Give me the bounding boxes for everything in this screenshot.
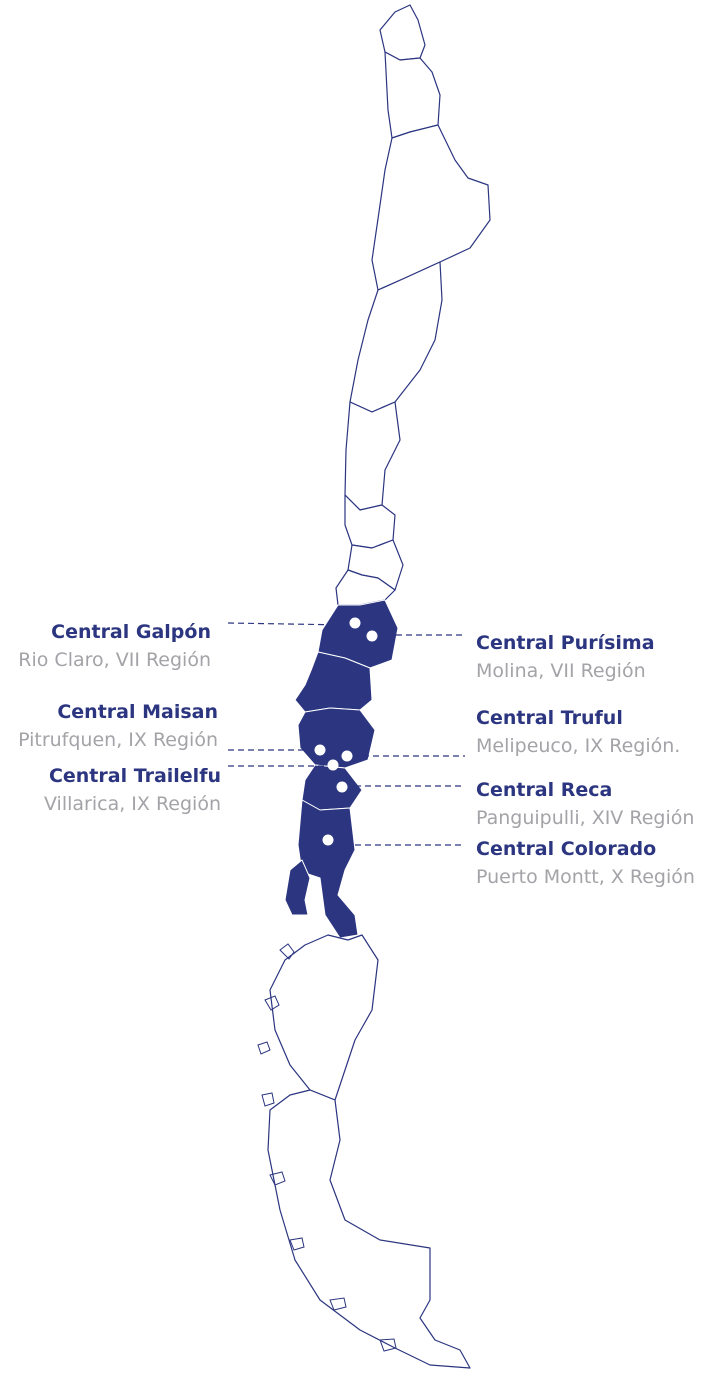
label-reca-place: Panguipulli, XIV Región [476,806,695,829]
label-galpon: Central Galpón Rio Claro, VII Región [18,621,211,672]
label-purisima: Central Purísima Molina, VII Región [476,632,655,683]
island-6 [289,1237,305,1251]
label-truful-place: Melipeuco, IX Región. [476,734,681,757]
south-regions [267,934,471,1369]
island-7 [329,1297,347,1311]
label-colorado-name: Central Colorado [476,838,657,860]
islands [257,943,397,1352]
region-coquimbo [344,401,401,511]
marker-trailelfu[interactable] [327,759,339,771]
island-2 [264,995,280,1011]
region-arica [379,4,426,61]
region-chiloe [284,859,311,916]
island-5 [269,1171,286,1186]
label-trailelfu-name: Central Trailelfu [48,765,221,787]
region-magallanes [267,1089,471,1369]
region-maule [317,599,399,669]
island-3 [257,1041,271,1055]
markers [314,617,378,846]
region-losrios [301,764,363,811]
north-regions [335,4,491,606]
leader-lines [227,622,465,846]
region-araucania [297,707,376,769]
highlighted-regions [284,599,399,939]
label-purisima-name: Central Purísima [476,632,655,654]
marker-purisima[interactable] [366,630,378,642]
island-1 [279,943,295,960]
region-antofagasta [371,124,491,291]
label-truful-name: Central Truful [476,707,623,729]
label-reca: Central Reca Panguipulli, XIV Región [476,779,695,830]
marker-reca[interactable] [336,781,348,793]
label-maisan: Central Maisan Pitrufquen, IX Región [18,701,218,752]
region-aysen [269,934,379,1101]
region-loslagos [297,799,359,939]
label-purisima-place: Molina, VII Región [476,659,646,682]
label-trailelfu-place: Villarica, IX Región [43,792,221,815]
leader-galpon [227,622,349,626]
label-colorado: Central Colorado Puerto Montt, X Región [476,838,695,889]
island-8 [379,1338,397,1352]
region-atacama [349,261,443,413]
label-maisan-place: Pitrufquen, IX Región [18,728,218,751]
marker-maisan[interactable] [314,744,326,756]
label-galpon-name: Central Galpón [51,621,211,643]
label-galpon-place: Rio Claro, VII Región [18,648,211,671]
region-tarapaca [384,51,441,139]
island-4 [261,1092,275,1107]
label-truful: Central Truful Melipeuco, IX Región. [476,707,681,758]
marker-galpon[interactable] [349,617,361,629]
label-reca-name: Central Reca [476,779,613,801]
label-colorado-place: Puerto Montt, X Región [476,865,695,888]
marker-colorado[interactable] [322,834,334,846]
label-trailelfu: Central Trailelfu Villarica, IX Región [43,765,221,816]
label-maisan-name: Central Maisan [57,701,218,723]
marker-truful[interactable] [341,750,353,762]
